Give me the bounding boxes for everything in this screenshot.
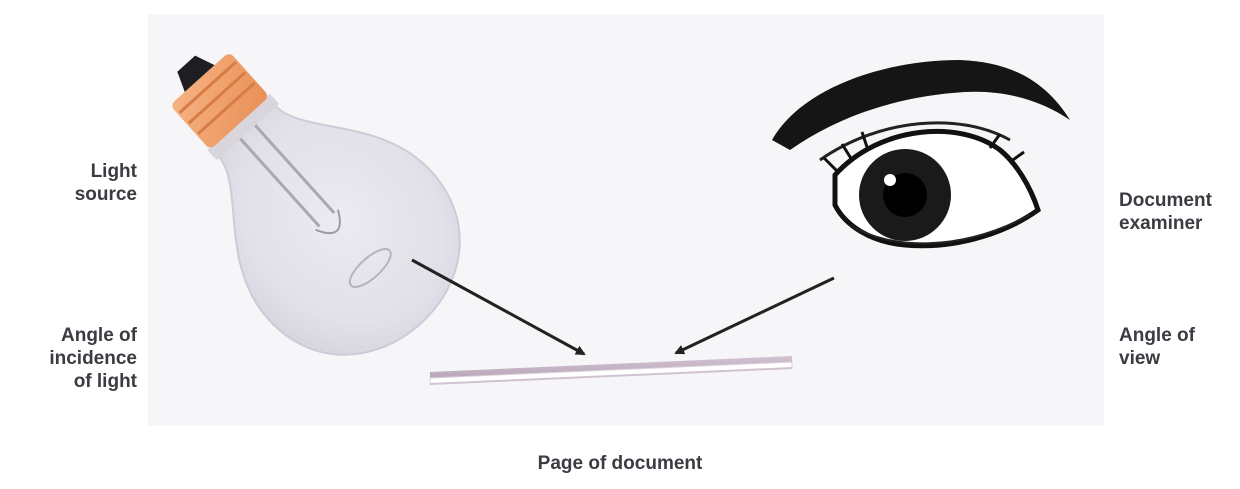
- document-examiner-line-2: examiner: [1119, 212, 1212, 235]
- angle-of-incidence-line-3: of light: [49, 370, 137, 393]
- light-source-label-line-1: Light: [75, 160, 137, 183]
- angle-of-incidence-line-2: incidence: [49, 347, 137, 370]
- angle-of-view-label: Angle of view: [1119, 324, 1195, 370]
- incident-light-arrow: [412, 260, 584, 354]
- angle-of-incidence-line-1: Angle of: [49, 324, 137, 347]
- angle-of-view-line-1: Angle of: [1119, 324, 1195, 347]
- eye-icon: [772, 60, 1070, 246]
- view-arrow: [676, 278, 834, 353]
- light-source-label-line-2: source: [75, 183, 137, 206]
- light-bulb-icon: [105, 0, 503, 397]
- page-of-document-label: Page of document: [0, 452, 1240, 475]
- angle-of-incidence-label: Angle of incidence of light: [49, 324, 137, 393]
- document-page-icon: [430, 356, 792, 384]
- angle-of-view-line-2: view: [1119, 347, 1195, 370]
- document-examiner-label: Document examiner: [1119, 189, 1212, 235]
- light-source-label: Light source: [75, 160, 137, 206]
- document-examiner-line-1: Document: [1119, 189, 1212, 212]
